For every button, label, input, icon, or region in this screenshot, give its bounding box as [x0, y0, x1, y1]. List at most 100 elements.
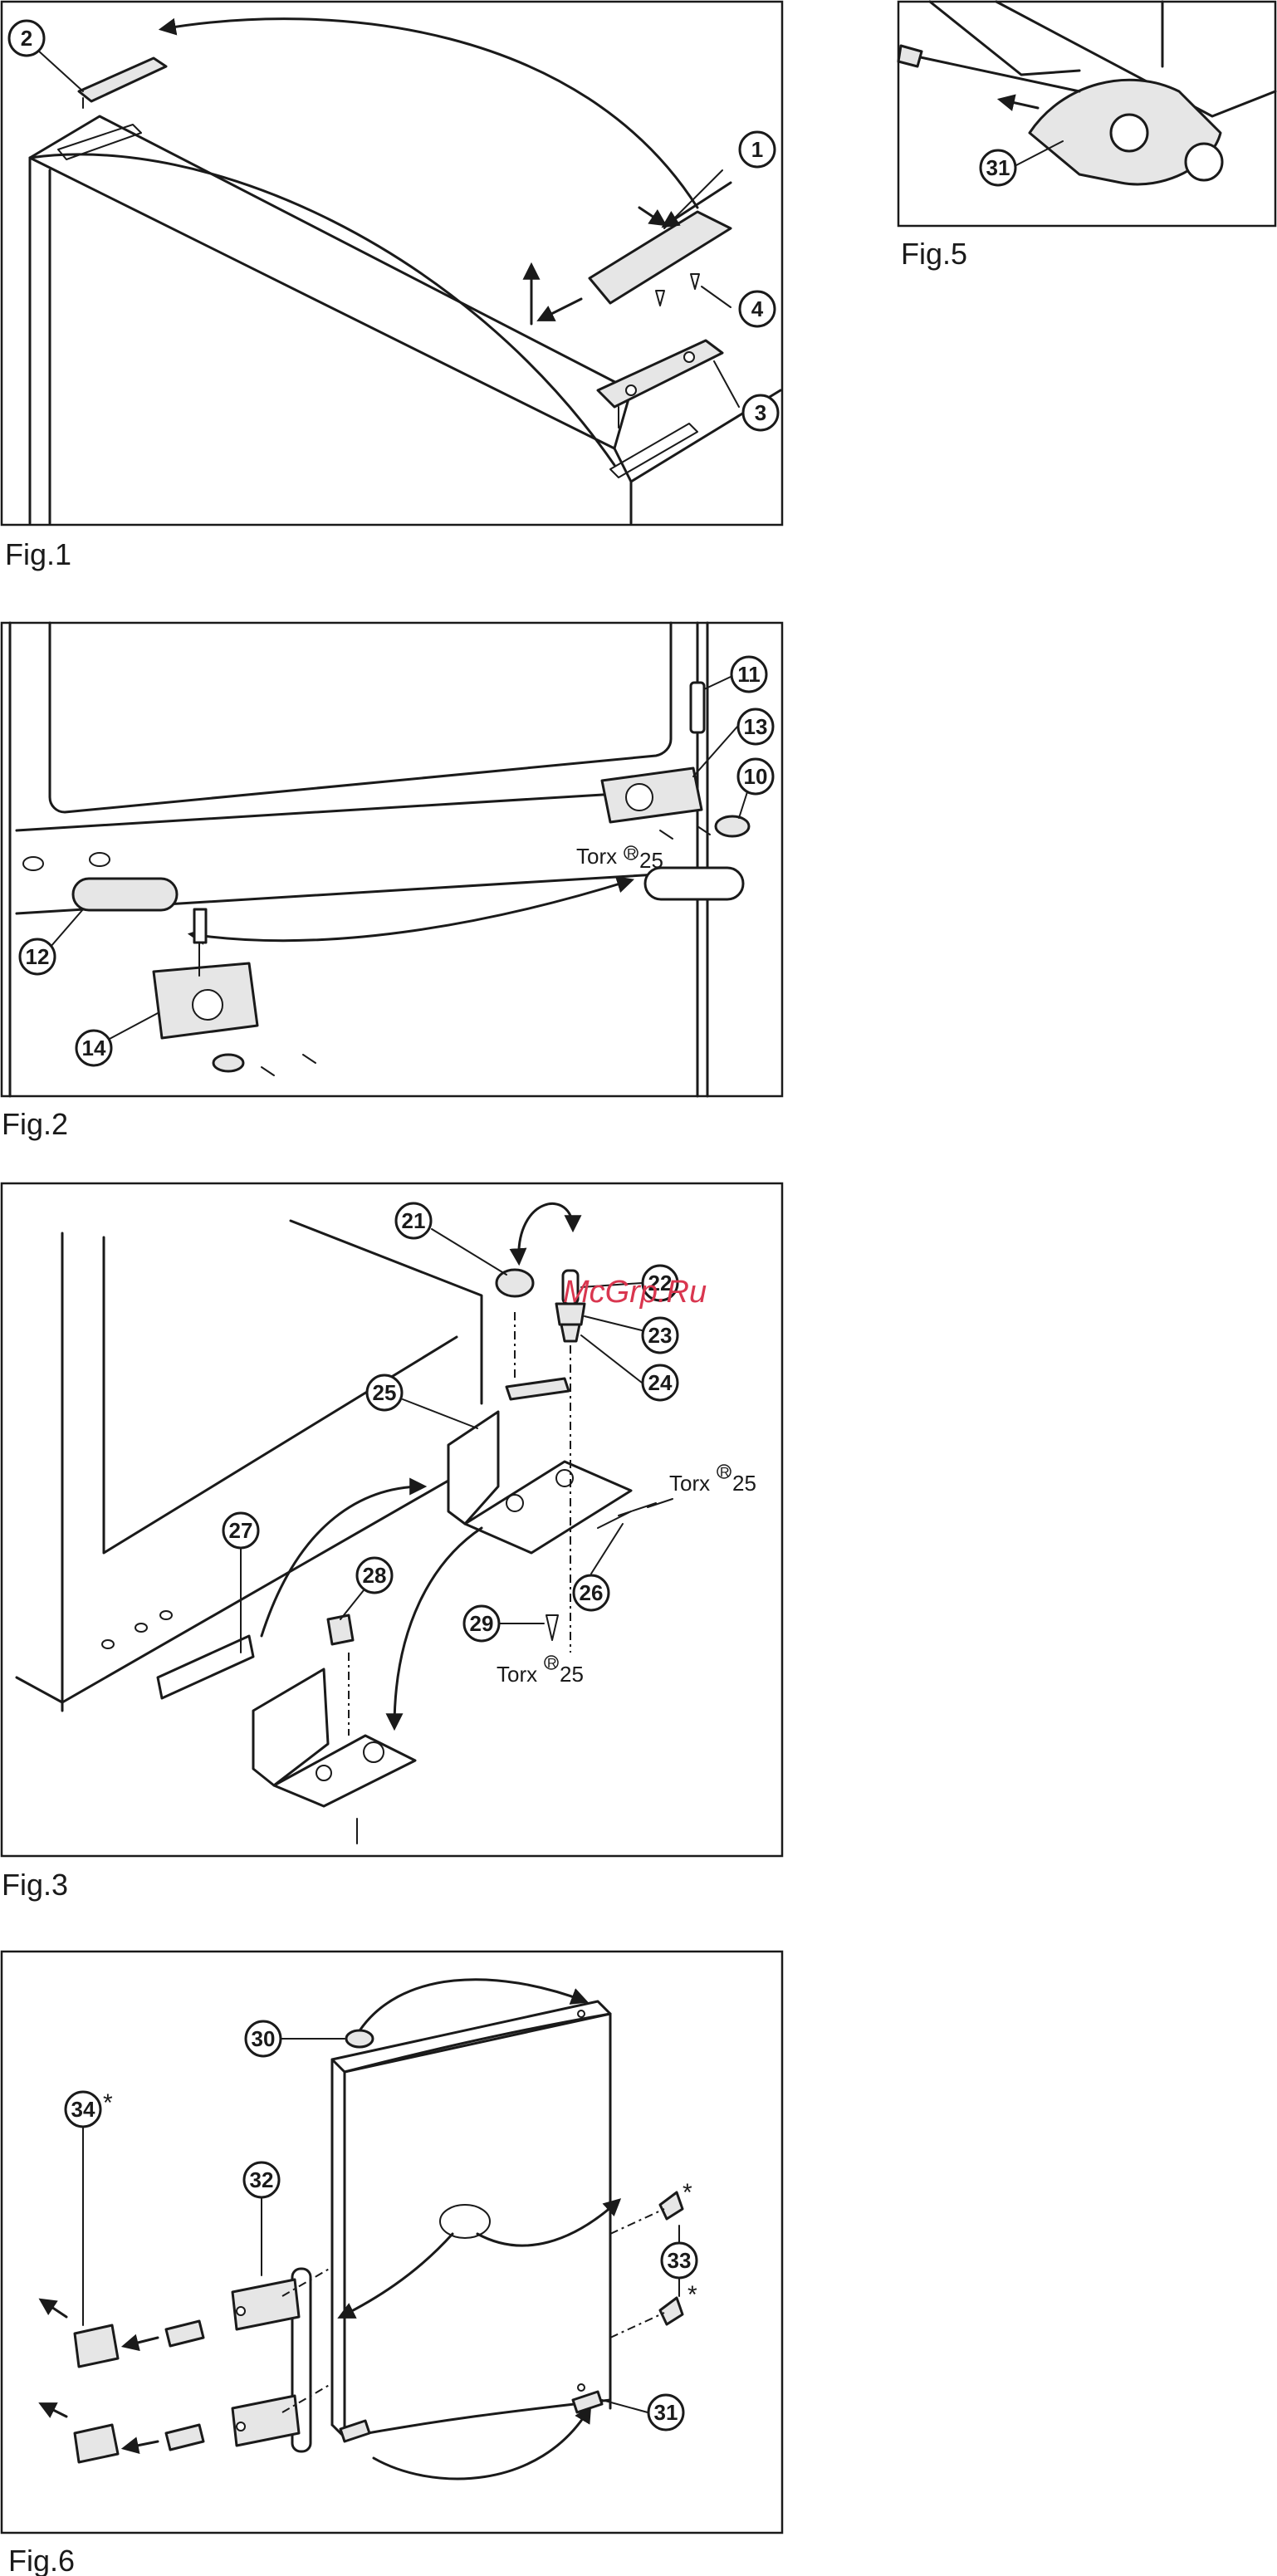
screw-part-29: [546, 1615, 558, 1640]
callout-28: 28: [357, 1558, 392, 1593]
leader-21: [432, 1229, 506, 1275]
callout-21: 21: [396, 1203, 431, 1238]
svg-text:3: 3: [755, 400, 766, 425]
svg-text:10: 10: [744, 764, 768, 789]
hinge-closeup-drawing: [898, 2, 1275, 184]
cover-part-27: [158, 1636, 253, 1698]
callout-13: 13: [738, 709, 773, 744]
figure-6-frame: [2, 1952, 782, 2533]
callout-29: 29: [464, 1606, 499, 1641]
cap-part-21: [497, 1270, 533, 1379]
svg-text:31: 31: [986, 155, 1010, 180]
door-drawing: [332, 2001, 610, 2437]
svg-text:25: 25: [732, 1471, 756, 1496]
hinge-cover-part-1: [590, 183, 731, 303]
hinge-part-14: [154, 909, 316, 1075]
callout-31-fig6: 31: [648, 2395, 683, 2430]
callout-12: 12: [20, 939, 55, 974]
callout-32: 32: [244, 2162, 279, 2197]
svg-text:28: 28: [363, 1563, 387, 1588]
figure-5: 31 Fig.5: [898, 2, 1275, 271]
watermark: McGrp.Ru: [563, 1275, 707, 1310]
callout-23: 23: [643, 1318, 678, 1353]
figure-3: Torx R 25 Torx R 25 21 22 23 24 25 26 27…: [2, 1183, 782, 1902]
callout-24: 24: [643, 1365, 678, 1400]
torx-note-fig3-a: Torx R 25: [669, 1465, 756, 1496]
callout-30: 30: [246, 2021, 281, 2056]
cover-part-2: [79, 58, 166, 108]
asterisk-34: *: [103, 2089, 113, 2117]
figure-2: Torx R 25 10 11 12 13 14 Fig.2: [2, 623, 782, 1141]
remove-arrow-cover-a: [42, 2300, 66, 2317]
svg-text:26: 26: [580, 1580, 604, 1605]
figure-6-label: Fig.6: [8, 2544, 75, 2576]
svg-text:12: 12: [26, 944, 50, 969]
svg-text:Torx: Torx: [497, 1662, 537, 1687]
leader-24: [581, 1335, 642, 1383]
figure-3-label: Fig.3: [2, 1868, 68, 1902]
covers-part-34: [75, 2325, 118, 2462]
pin-part-11: [691, 683, 704, 764]
svg-text:2: 2: [21, 26, 32, 51]
leader-26: [591, 1524, 623, 1574]
leader-13: [693, 727, 737, 776]
figure-2-label: Fig.2: [2, 1107, 68, 1141]
callout-11: 11: [731, 657, 766, 692]
svg-text:32: 32: [250, 2167, 274, 2192]
figure-1-label: Fig.1: [5, 537, 71, 571]
svg-text:25: 25: [560, 1662, 584, 1687]
leader-3: [714, 361, 739, 407]
torx-note-fig2: Torx R 25: [576, 844, 663, 873]
lower-hinge-part-28: [253, 1615, 415, 1844]
svg-text:11: 11: [737, 662, 761, 687]
move-arrow-fig1: [162, 19, 697, 208]
screws-fig6-left: [166, 2321, 203, 2450]
leader-23: [585, 1316, 642, 1330]
cover-part-12: [73, 879, 177, 910]
callout-2: 2: [9, 21, 44, 56]
svg-text:34: 34: [71, 2097, 95, 2122]
svg-text:R: R: [547, 1657, 557, 1671]
leader-25: [403, 1399, 477, 1428]
leader-4: [702, 286, 731, 307]
callout-10: 10: [738, 759, 773, 794]
svg-text:21: 21: [402, 1208, 426, 1233]
svg-text:R: R: [627, 847, 637, 861]
remove-arrow-screw-b: [125, 2441, 158, 2448]
asterisk-33-bottom: *: [687, 2281, 697, 2309]
callout-34: 34: [66, 2092, 100, 2127]
svg-text:24: 24: [648, 1370, 673, 1395]
leader-31-fig6: [602, 2400, 648, 2412]
cabinet-top-drawing: [30, 116, 780, 523]
callout-25: 25: [367, 1375, 402, 1410]
svg-text:25: 25: [639, 848, 663, 873]
svg-text:1: 1: [751, 137, 763, 162]
screw-a-fig2: [660, 830, 673, 839]
screws-part-4: [656, 274, 699, 306]
svg-text:25: 25: [373, 1380, 397, 1405]
svg-text:14: 14: [82, 1036, 106, 1060]
leader-2: [37, 50, 83, 91]
remove-arrow-cover-b: [42, 2404, 66, 2417]
figure-1: 1 2 3 4 Fig.1: [2, 2, 782, 571]
callout-3: 3: [743, 395, 778, 430]
svg-text:23: 23: [648, 1323, 673, 1348]
spacer-part-10: [716, 816, 749, 836]
handle-part-32: [232, 2267, 332, 2451]
callout-4: 4: [740, 291, 775, 326]
svg-text:R: R: [720, 1466, 730, 1480]
svg-text:Torx: Torx: [576, 844, 617, 869]
svg-text:4: 4: [751, 296, 764, 321]
callout-33: 33: [662, 2243, 697, 2278]
remove-arrow-fig5: [1001, 100, 1038, 108]
svg-text:29: 29: [470, 1611, 494, 1636]
callout-26: 26: [574, 1575, 609, 1610]
svg-text:31: 31: [654, 2400, 678, 2425]
move-arrow-fig6-right: [477, 2201, 619, 2245]
svg-text:Torx: Torx: [669, 1471, 710, 1496]
upper-hinge-part-25: [448, 1379, 631, 1553]
svg-text:27: 27: [229, 1518, 253, 1543]
callout-14: 14: [76, 1031, 111, 1065]
asterisk-33-top: *: [683, 2179, 692, 2206]
